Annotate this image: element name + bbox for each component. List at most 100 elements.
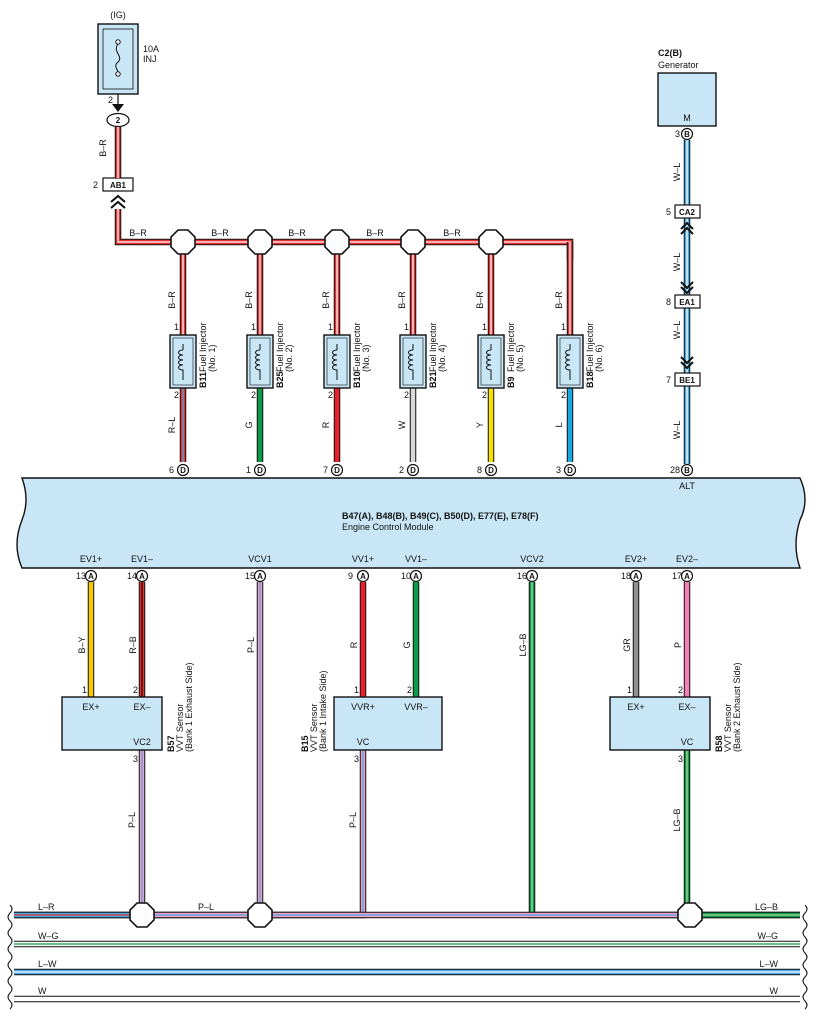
bus-label-left: W–G	[38, 931, 59, 941]
pin-3: 3	[678, 754, 683, 764]
ecm-pin-letter: D	[180, 466, 186, 475]
terminal-3: VC2	[133, 737, 151, 747]
pin-3: 3	[133, 754, 138, 764]
injector-code: B21	[428, 371, 438, 388]
pin-number: 13	[76, 571, 86, 581]
injector-number: (No. 5)	[515, 344, 525, 372]
bus-label-4: B–R	[366, 228, 384, 238]
sensor-box	[333, 696, 443, 751]
svg-text:2: 2	[93, 180, 98, 190]
ecm-pin-ev1: EV1+A13	[76, 554, 102, 583]
fuse-box-inner	[102, 28, 134, 90]
pin-number: 17	[672, 571, 682, 581]
pin-label: VV1–	[405, 554, 427, 564]
injector-number: (No. 1)	[207, 344, 217, 372]
connector-arrow-icon	[680, 281, 694, 295]
gen-wire-label-3: W–L	[672, 321, 682, 340]
pin-label: VCV2	[520, 554, 544, 564]
connector-be1: BE1 7	[666, 356, 701, 387]
ecm-codes: B47(A), B48(B), B49(C), B50(D), E77(E), …	[342, 511, 539, 521]
sensor-side: (Bank 1 Exhaust Side)	[184, 662, 194, 752]
ecm-pin-vv1: VV1–A10	[401, 554, 427, 583]
gen-wire-label-1: W–L	[672, 163, 682, 182]
junction-pin: 2	[116, 116, 121, 125]
pin-number: 16	[517, 571, 527, 581]
junction-connector	[106, 112, 130, 128]
fuse-amp: 10A	[143, 44, 159, 54]
bus-label-3: B–R	[288, 228, 306, 238]
injector-pin-top: 1	[404, 322, 409, 332]
pin-label: EV1+	[80, 554, 102, 564]
svg-text:28: 28	[670, 465, 680, 475]
ecm-label-alt: ALT	[679, 481, 695, 491]
connector-ea1: EA1 8	[666, 281, 701, 309]
coil-icon	[178, 344, 184, 380]
coil-icon	[565, 344, 571, 380]
ecm-pin-number: 8	[477, 465, 482, 475]
break-mark-icon	[802, 904, 808, 1010]
injector-box	[169, 334, 197, 389]
ecm-pin-number: 3	[556, 465, 561, 475]
ecm-pin-number: 7	[323, 465, 328, 475]
injector-code: B18	[585, 371, 595, 388]
coil-icon	[255, 344, 261, 380]
svg-text:5: 5	[666, 207, 671, 217]
ecm-pin-letter: D	[488, 466, 494, 475]
fuse-terminal-top	[115, 39, 121, 45]
injector-box	[246, 334, 274, 389]
generator-box	[657, 72, 717, 127]
pin-3: 3	[354, 754, 359, 764]
pin-letter: A	[684, 572, 690, 581]
connector-ab1: AB1 2	[93, 177, 134, 209]
bus-label-1: B–R	[129, 228, 147, 238]
wire-color-label: R	[321, 421, 331, 428]
terminal-2: VVR–	[404, 702, 428, 712]
terminal-1: EX+	[627, 702, 644, 712]
pin-2: 2	[407, 685, 412, 695]
engine-control-module: B47(A), B48(B), B49(C), B50(D), E77(E), …	[16, 463, 806, 569]
wire-color-label: LG–B	[672, 808, 682, 831]
sensor-box	[61, 696, 163, 751]
wire-color-label: LG–B	[518, 633, 528, 656]
wire-color-label: GR	[622, 638, 632, 652]
fuse-name: INJ	[143, 54, 157, 64]
pin-letter: A	[139, 572, 145, 581]
injector-pin-bottom: 2	[251, 390, 256, 400]
ecm-bottom-pins: EV1+A13EV1–A14VCV1A15VV1+A9VV1–A10VCV2A1…	[76, 554, 698, 657]
injector-name: Fuel Injector	[275, 322, 285, 372]
pin-1: 1	[82, 685, 87, 695]
injector-pin-top: 1	[482, 322, 487, 332]
ecm-pin-ev2: EV2+A18	[621, 554, 647, 583]
bus-label-right: W	[770, 986, 779, 996]
pin-number: 10	[401, 571, 411, 581]
ecm-pin-number: 1	[246, 465, 251, 475]
pin-letter: A	[257, 572, 263, 581]
terminal-1: VVR+	[351, 702, 375, 712]
ecm-pin	[330, 463, 344, 477]
fuse-inj: (IG) 10A INJ 2 2	[97, 10, 159, 128]
bus-label-left: L–W	[38, 959, 57, 969]
injector-code: B9	[506, 376, 516, 388]
connector-arrow-icon	[680, 356, 694, 370]
bus-label-right: W–G	[757, 931, 778, 941]
pin-number: 14	[127, 571, 137, 581]
terminal-2: EX–	[678, 702, 695, 712]
ecm-pin-ev2: EV2–A17	[672, 554, 698, 583]
pin-2: 2	[133, 685, 138, 695]
ecm-pin	[484, 463, 498, 477]
ecm-name: Engine Control Module	[342, 522, 434, 532]
injector-code: B10	[352, 371, 362, 388]
pin-label: VCV1	[248, 554, 272, 564]
connector-arrow-icon	[110, 194, 126, 209]
wire-color-label: W	[397, 420, 407, 429]
pin-letter: A	[633, 572, 639, 581]
bus-labels: B–R B–R B–R B–R B–R	[129, 228, 461, 238]
